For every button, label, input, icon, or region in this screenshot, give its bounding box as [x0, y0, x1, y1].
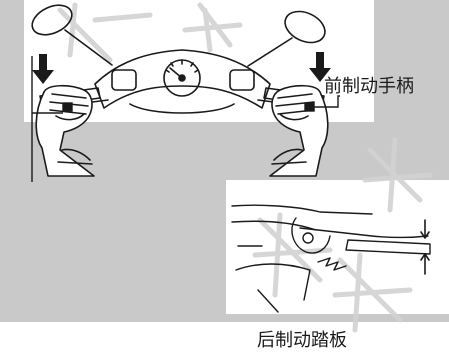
footrest-support: [237, 245, 279, 313]
left-mirror-stem: [64, 29, 113, 66]
right-cuff: [271, 148, 307, 165]
pedal-pivot-bracket: [291, 217, 331, 254]
frame-tube-lower: [231, 220, 317, 231]
frame-tube: [231, 204, 373, 215]
left-mirror: [31, 4, 73, 36]
lower-bracket: [235, 263, 311, 301]
right-mirror: [284, 10, 326, 44]
right-callout-line: [314, 95, 340, 108]
right-switch-cluster: [229, 69, 255, 91]
brake-pedal-pad: [345, 239, 431, 255]
speedometer-needle: [169, 67, 183, 79]
left-hand: [35, 84, 95, 177]
left-lever-marker: [62, 102, 73, 112]
right-thumb: [279, 113, 309, 121]
left-cuff: [57, 148, 93, 165]
rear-brake-pedal-label: 后制动踏板: [257, 330, 347, 351]
travel-arrow-bottom: [420, 253, 430, 275]
travel-arrow-top: [420, 219, 430, 239]
headlight-cowl: [129, 103, 235, 114]
left-callout-line: [31, 56, 63, 182]
front-brake-lever-label: 前制动手柄: [324, 76, 414, 97]
brake-pedal-arm: [299, 227, 429, 239]
lever-markers: [31, 56, 340, 182]
left-switch-cluster: [111, 69, 137, 91]
hands-drawing: [35, 84, 329, 177]
watermark: [57, 2, 433, 333]
speedometer-ticks: [165, 59, 199, 73]
top-left-gray-strip: [0, 0, 24, 122]
pedal-pivot-bolt: [302, 232, 314, 244]
left-thumb: [55, 113, 85, 121]
bottom-caption-band: [0, 322, 449, 356]
rear-brake-drawing: [231, 204, 431, 313]
direction-arrows: [32, 52, 331, 84]
return-spring: [317, 257, 347, 271]
left-press-arrow: [32, 54, 54, 84]
right-press-arrow: [309, 52, 331, 82]
right-lever-marker: [304, 102, 315, 112]
handlebar-body: [94, 49, 271, 109]
right-mirror-stem: [247, 37, 293, 67]
